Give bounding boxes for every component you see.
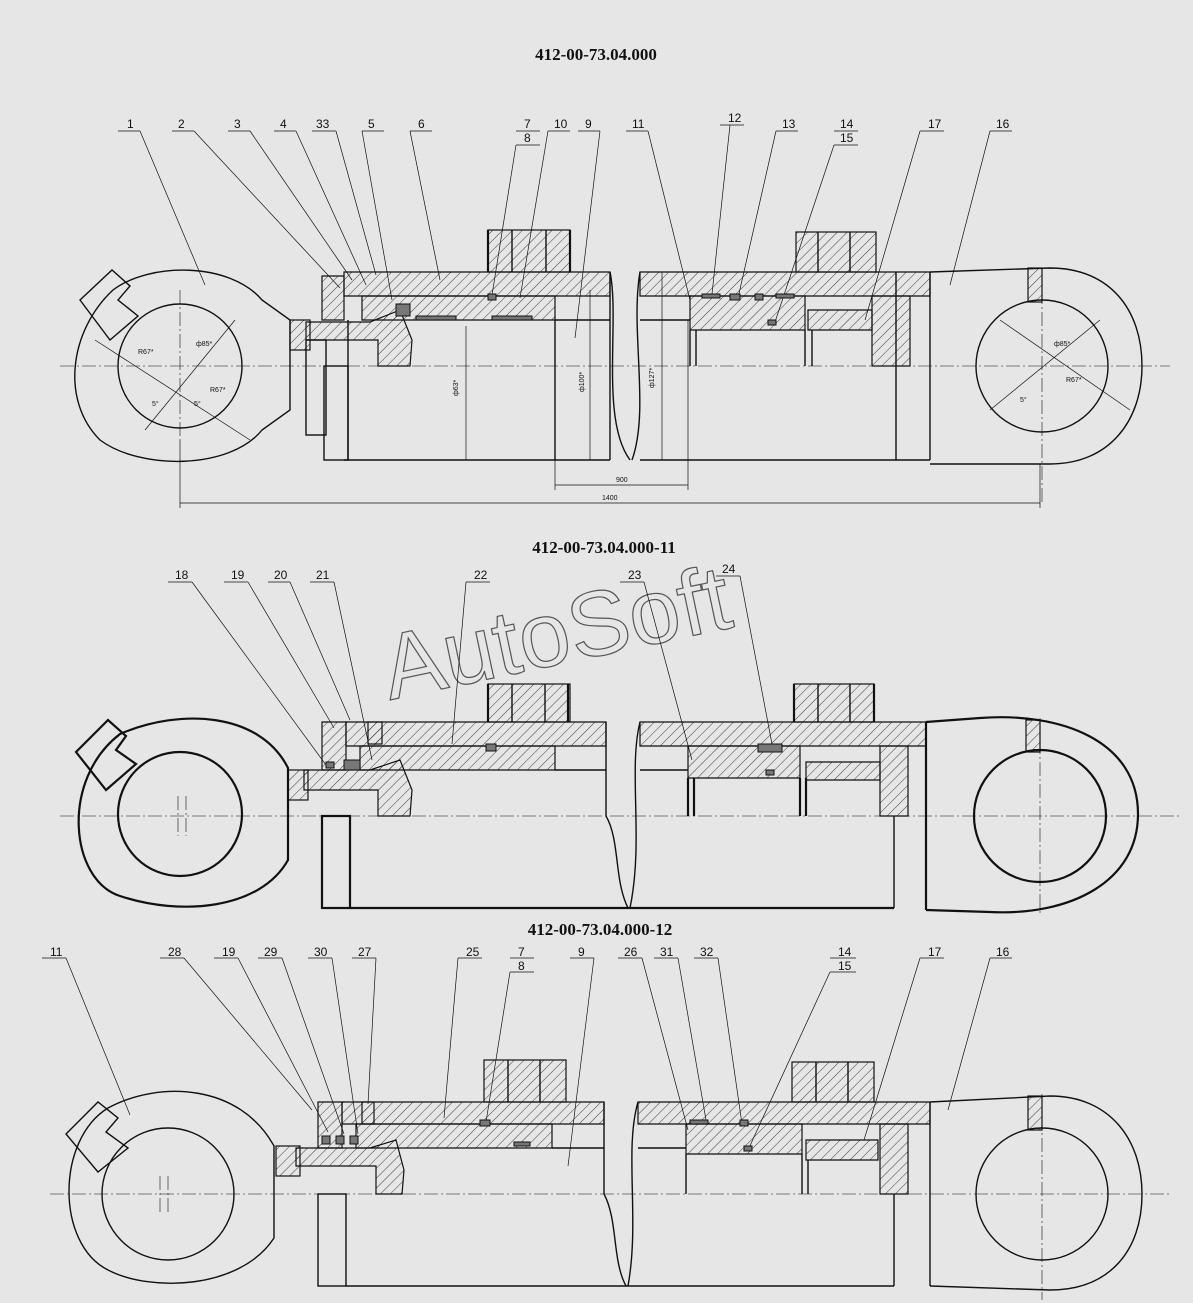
callout: 3 <box>234 117 241 131</box>
drawing-1-callouts: 1 2 3 4 33 5 6 7 8 10 9 11 12 13 14 15 1… <box>127 111 1010 145</box>
callout: 11 <box>50 945 63 959</box>
callout: 24 <box>722 562 736 576</box>
drawing-1-right-eye: ф85* R67* 5° <box>929 267 1143 505</box>
callout: 27 <box>358 945 372 959</box>
callout: 14 <box>838 945 852 959</box>
drawing-2-left-eye <box>60 717 1180 908</box>
callout: 4 <box>280 117 287 131</box>
drawing-2-right-eye <box>925 716 1140 916</box>
dim-label: 5° <box>1020 396 1027 404</box>
callout: 21 <box>316 568 330 582</box>
callout: 33 <box>316 117 330 131</box>
callout: 8 <box>524 131 531 145</box>
callout: 14 <box>840 117 854 131</box>
callout: 15 <box>840 131 854 145</box>
drawing-3-right-eye <box>929 1094 1143 1300</box>
callout: 12 <box>728 111 742 125</box>
dim-label: ф85* <box>196 341 213 348</box>
callout: 32 <box>700 945 714 959</box>
callout: 8 <box>518 959 525 973</box>
drawing-3-left-eye <box>50 1090 1172 1284</box>
drawing-2-title: 412-00-73.04.000-11 <box>532 538 676 557</box>
callout: 23 <box>628 568 642 582</box>
dim-label: 5° <box>152 400 159 408</box>
callout: 6 <box>418 117 425 131</box>
dim-label: R67* <box>138 349 154 356</box>
drawing-1-rod-end <box>289 229 631 461</box>
dim-label: ф127* <box>649 368 656 388</box>
callout: 26 <box>624 945 638 959</box>
callout: 7 <box>518 945 525 959</box>
callout: 16 <box>996 117 1010 131</box>
callout: 25 <box>466 945 480 959</box>
callout: 19 <box>222 945 236 959</box>
drawing-1: 412-00-73.04.000 1 2 3 4 33 5 6 7 8 10 9… <box>60 45 1170 508</box>
callout: 29 <box>264 945 278 959</box>
drawing-1-left-eye: R67* ф85* R67* 5° 5° <box>60 269 1170 462</box>
callout: 13 <box>782 117 796 131</box>
dim-label: ф100* <box>579 372 586 392</box>
drawing-1-dimensions: ф63* ф100* ф127* 900 1400 <box>179 272 1041 508</box>
callout: 22 <box>474 568 488 582</box>
callout: 16 <box>996 945 1010 959</box>
callout: 7 <box>524 117 531 131</box>
callout: 1 <box>127 117 134 131</box>
dim-label: R67* <box>210 387 226 394</box>
drawing-2-callouts: 18 19 20 21 22 23 24 <box>175 562 736 582</box>
callout: 5 <box>368 117 375 131</box>
callout: 28 <box>168 945 182 959</box>
dim-label: ф85* <box>1054 341 1071 348</box>
callout: 15 <box>838 959 852 973</box>
drawing-3: 412-00-73.04.000-12 11 28 19 29 30 27 25… <box>42 920 1172 1300</box>
callout: 31 <box>660 945 674 959</box>
callout: 19 <box>231 568 245 582</box>
callout: 20 <box>274 568 288 582</box>
drawing-3-body <box>275 1059 931 1287</box>
callout: 30 <box>314 945 328 959</box>
callout: 18 <box>175 568 189 582</box>
callout: 10 <box>554 117 568 131</box>
callout: 11 <box>632 117 645 131</box>
dim-label: R67* <box>1066 377 1082 384</box>
drawing-3-callouts: 11 28 19 29 30 27 25 7 8 9 26 31 32 14 1… <box>50 945 1010 973</box>
drawing-3-title: 412-00-73.04.000-12 <box>528 920 672 939</box>
drawing-1-title: 412-00-73.04.000 <box>535 45 657 64</box>
drawing-2: 412-00-73.04.000-11 18 19 20 21 22 23 24 <box>60 538 1180 916</box>
drawing-2-body <box>287 683 928 910</box>
callout: 9 <box>585 117 592 131</box>
dim-label: 1400 <box>602 495 618 502</box>
callout: 9 <box>578 945 585 959</box>
callout: 17 <box>928 117 942 131</box>
dim-label: 5° <box>194 400 201 408</box>
dim-label: 900 <box>616 477 628 484</box>
callout: 17 <box>928 945 942 959</box>
callout: 2 <box>178 117 185 131</box>
dim-label: ф63* <box>453 379 460 396</box>
drawing-1-tube <box>631 231 931 461</box>
